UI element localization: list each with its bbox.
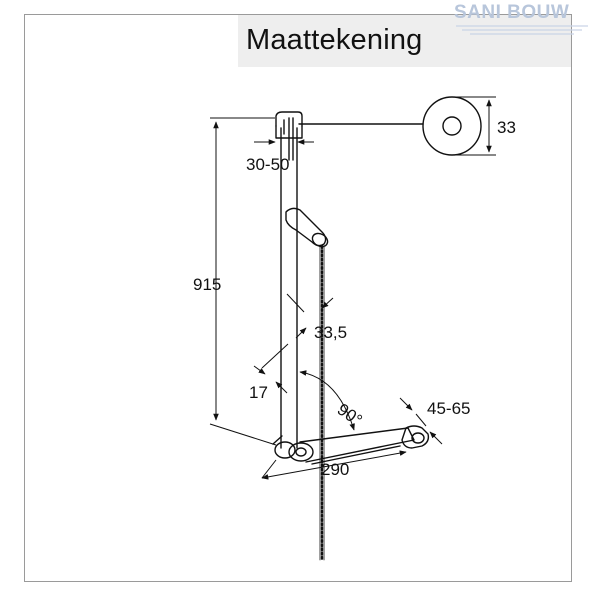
label-shelf-length: 290 [321,460,349,479]
label-bar-width: 17 [249,383,268,402]
top-bracket [275,111,303,161]
vertical-rail [280,127,298,449]
logo-text: SANI BOUW [454,2,570,23]
label-rail-height: 915 [193,275,221,294]
dim-rail-height [209,117,277,446]
dim-angle [299,370,355,431]
title-background [238,15,571,67]
dim-bar-width [253,343,289,394]
dim-shelf-height [399,397,443,445]
label-shelf-height: 45-65 [427,399,470,418]
soap-shelf [299,425,430,465]
page-title: Maattekening [246,24,423,56]
label-angle: 90° [334,400,366,430]
shower-holder [285,207,329,248]
sanibouw-logo [456,25,588,35]
dim-rosette-diameter [452,96,496,156]
rosette [422,96,482,156]
bottom-bracket [272,435,314,462]
dim-rail-diameter [286,293,334,339]
label-wall-distance: 30-50 [246,155,289,174]
label-rosette-diameter: 33 [497,118,516,137]
dim-shelf-length [261,450,407,480]
label-rail-diameter: 33,5 [314,323,347,342]
drawing-frame [24,14,572,582]
